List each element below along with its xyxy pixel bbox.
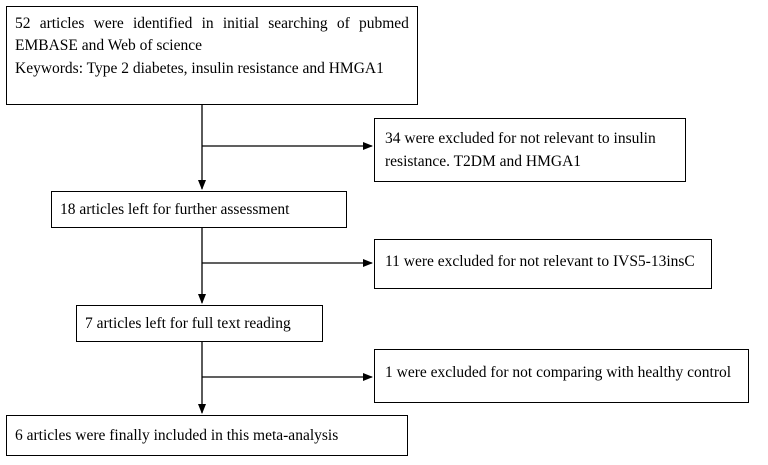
identification-word: articles bbox=[39, 15, 85, 32]
identification-keywords: Keywords: Type 2 diabetes, insulin resis… bbox=[15, 59, 384, 77]
identification-word: in bbox=[201, 15, 214, 32]
full-text-box: 7 articles left for full text reading bbox=[76, 305, 323, 342]
full-text-text: 7 articles left for full text reading bbox=[85, 315, 291, 332]
included-box: 6 articles were finally included in this… bbox=[6, 415, 408, 456]
identification-word: searching bbox=[268, 15, 328, 32]
identification-line-1: 52 articles were identified in initial s… bbox=[15, 13, 409, 35]
exclusion-3-text: 1 were excluded for not comparing with h… bbox=[385, 364, 732, 381]
identification-word: of bbox=[336, 15, 350, 32]
identification-word: initial bbox=[222, 15, 260, 32]
exclusion-2-text: 11 were excluded for not relevant to IVS… bbox=[385, 253, 695, 270]
included-text: 6 articles were finally included in this… bbox=[15, 427, 339, 444]
exclusion-1-line-1: 34 were excluded for not relevant to ins… bbox=[385, 130, 656, 147]
identification-word: 52 bbox=[15, 15, 31, 32]
exclusion-box-3: 1 were excluded for not comparing with h… bbox=[374, 349, 749, 403]
assessment-box: 18 articles left for further assessment bbox=[51, 191, 347, 228]
identification-word: identified bbox=[133, 15, 193, 32]
exclusion-1-line-2: resistance. T2DM and HMGA1 bbox=[385, 153, 582, 171]
exclusion-box-1: 34 were excluded for not relevant to ins… bbox=[374, 118, 686, 182]
identification-word: were bbox=[93, 15, 124, 32]
assessment-text: 18 articles left for further assessment bbox=[60, 201, 290, 218]
identification-box: 52 articles were identified in initial s… bbox=[6, 6, 418, 105]
identification-word: pubmed bbox=[358, 15, 409, 32]
exclusion-box-2: 11 were excluded for not relevant to IVS… bbox=[374, 239, 712, 289]
identification-line-2: EMBASE and Web of science bbox=[15, 37, 203, 55]
